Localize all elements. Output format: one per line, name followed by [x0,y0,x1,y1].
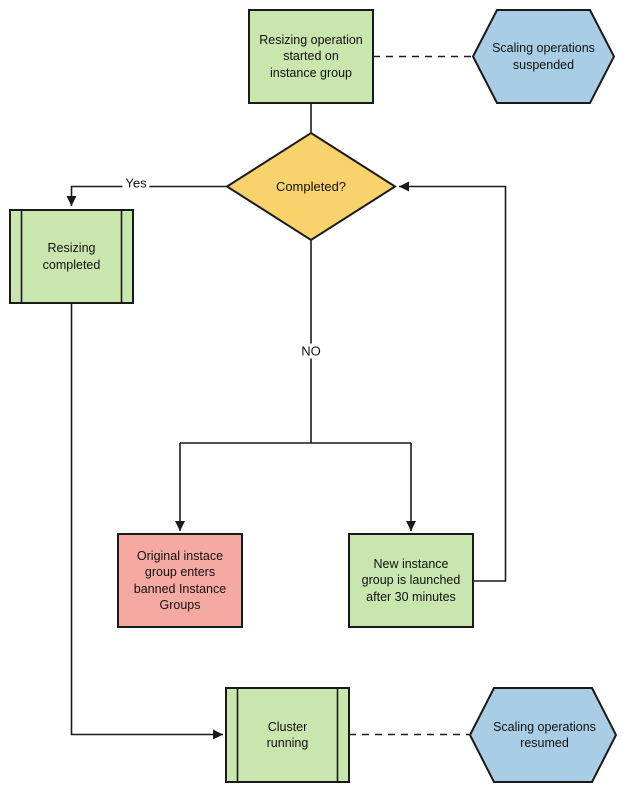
node-banned-shape [117,533,243,628]
edge-completed-yes-to-resizing [66,185,227,206]
nodes [9,9,618,783]
node-resumed-hexagon-shape [468,687,618,783]
node-completed-diamond-shape [225,131,397,242]
edge-new-instance-to-completed [399,181,507,582]
node-new-instance-shape [348,533,474,628]
connectors [66,55,507,740]
node-resizing-completed-shape [9,209,134,304]
node-suspended-hexagon-shape [471,9,616,104]
node-cluster-shape [225,687,350,783]
edge-resizing-to-cluster [70,303,223,740]
node-start-shape [248,9,374,104]
